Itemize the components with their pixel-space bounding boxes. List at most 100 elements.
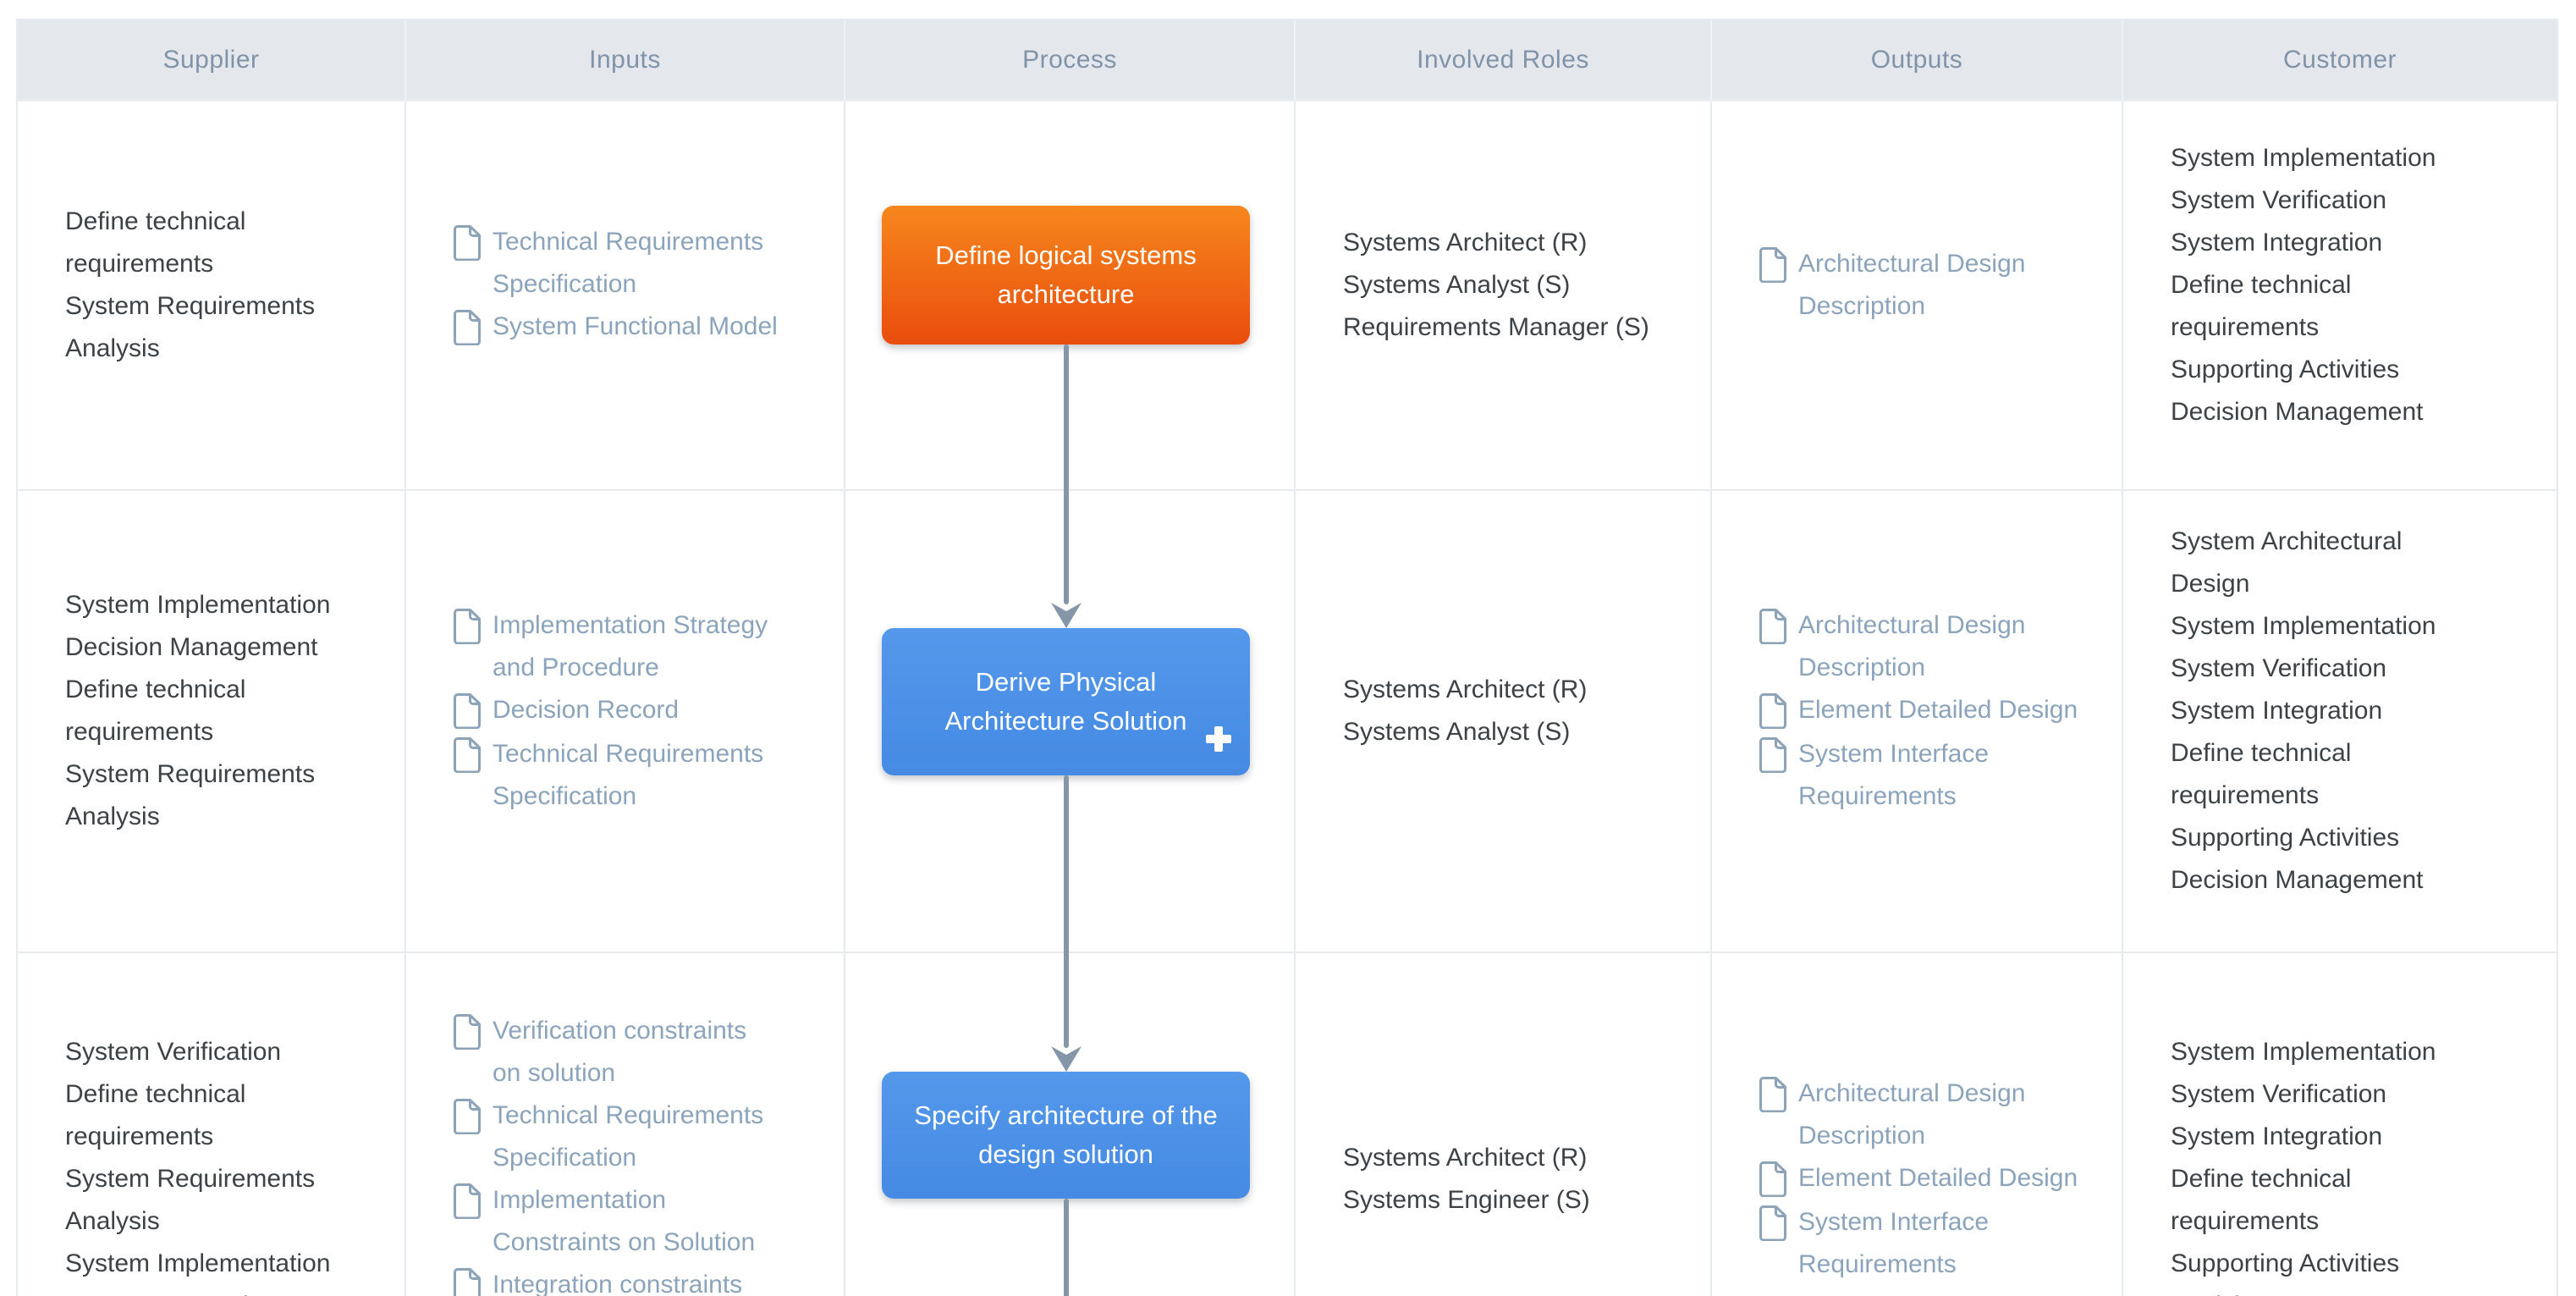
- column-header-supplier: Supplier: [18, 20, 406, 102]
- roles-item: Systems Analyst (S): [1343, 718, 1571, 746]
- customer-item: System Integration: [2171, 697, 2383, 725]
- flow-connector-line: [1064, 489, 1069, 604]
- output-document-link[interactable]: Architectural Design Description: [1759, 604, 2101, 689]
- roles-item: Systems Architect (R): [1343, 676, 1588, 703]
- document-icon: [1759, 693, 1786, 733]
- document-icon: [454, 1268, 481, 1296]
- output-label: System Interface Requirements: [1798, 740, 1990, 810]
- input-document-link[interactable]: Integration constraints on design: [454, 1264, 823, 1296]
- supplier-item: System Integration: [65, 1285, 384, 1296]
- supplier-item: System Verification: [65, 1038, 282, 1066]
- column-header-process: Process: [845, 20, 1296, 102]
- customer-item: System Integration: [2171, 229, 2383, 256]
- supplier-item: Define technical requirements: [65, 1080, 246, 1150]
- process-step-box[interactable]: Derive Physical Architecture Solution: [882, 628, 1250, 775]
- process-step-box[interactable]: Define logical systems architecture: [882, 206, 1250, 345]
- supplier-item: System Requirements Analysis: [65, 292, 316, 362]
- customer-item: System Verification: [2171, 186, 2387, 214]
- column-header-involved-roles: Involved Roles: [1296, 20, 1712, 102]
- input-document-link[interactable]: System Functional Model: [454, 306, 823, 350]
- document-icon: [1759, 1205, 1786, 1245]
- expand-plus-icon[interactable]: [1206, 726, 1231, 752]
- roles-item: Requirements Manager (S): [1343, 313, 1649, 341]
- process-cell: Specify architecture of the design solut…: [845, 951, 1296, 1296]
- document-icon: [454, 693, 481, 733]
- customer-item: Define technical requirements: [2171, 1165, 2352, 1235]
- column-header-outputs: Outputs: [1712, 20, 2123, 102]
- flow-connector-line: [1064, 1199, 1069, 1296]
- arrow-down-icon: [1051, 1046, 1082, 1072]
- customer-item: System Verification: [2171, 1080, 2387, 1108]
- customer-item: Define technical requirements: [2171, 271, 2352, 341]
- document-icon: [1759, 247, 1786, 287]
- flow-connector-line: [1064, 775, 1069, 955]
- input-label: Technical Requirements Specification: [493, 1101, 764, 1172]
- input-document-link[interactable]: Verification constraints on solution: [454, 1010, 823, 1095]
- process-step-box[interactable]: Specify architecture of the design solut…: [882, 1072, 1250, 1199]
- input-label: Verification constraints on solution: [493, 1017, 747, 1087]
- supplier-item: System Implementation: [65, 591, 331, 619]
- output-document-link[interactable]: Architectural Design Description: [1759, 1073, 2101, 1157]
- document-icon: [1759, 1077, 1786, 1117]
- input-label: Implementation Constraints on Solution: [493, 1186, 756, 1256]
- input-document-link[interactable]: Implementation Strategy and Procedure: [454, 604, 823, 689]
- input-document-link[interactable]: Decision Record: [454, 689, 823, 733]
- customer-item: System Verification: [2171, 654, 2387, 682]
- document-icon: [454, 1099, 481, 1139]
- input-document-link[interactable]: Implementation Constraints on Solution: [454, 1179, 823, 1264]
- supplier-item: System Requirements Analysis: [65, 1165, 316, 1235]
- roles-item: Systems Architect (R): [1343, 1144, 1588, 1172]
- supplier-item: Define technical requirements: [65, 207, 246, 278]
- output-label: Architectural Design Description: [1798, 611, 2026, 681]
- input-document-link[interactable]: Technical Requirements Specification: [454, 733, 823, 818]
- customer-item: Decision Management: [2171, 866, 2424, 894]
- input-label: Technical Requirements Specification: [493, 228, 764, 298]
- document-icon: [454, 1014, 481, 1054]
- document-icon: [1759, 1161, 1786, 1201]
- output-label: System Interface Requirements: [1798, 1208, 1990, 1278]
- input-document-link[interactable]: Technical Requirements Specification: [454, 1095, 823, 1179]
- roles-cell: Systems Architect (R)Systems Analyst (S)…: [1296, 102, 1712, 491]
- input-label: Decision Record: [493, 696, 680, 724]
- roles-cell: Systems Architect (R) Systems Analyst (S): [1296, 491, 1712, 953]
- column-header-inputs: Inputs: [406, 20, 845, 102]
- customer-item: Define technical requirements: [2171, 739, 2352, 809]
- supplier-item: Define technical requirements: [65, 676, 246, 746]
- customer-item: Supporting Activities: [2171, 1249, 2400, 1277]
- output-document-link[interactable]: System Interface Requirements: [1759, 1201, 2101, 1286]
- process-cell: Derive Physical Architecture Solution: [845, 489, 1296, 955]
- outputs-cell: Architectural Design Description: [1712, 102, 2123, 491]
- document-icon: [454, 1183, 481, 1223]
- document-icon: [1759, 609, 1786, 648]
- document-icon: [454, 609, 481, 648]
- customer-item: Decision Management: [2171, 398, 2424, 426]
- customer-item: Supporting Activities: [2171, 356, 2400, 383]
- process-cell: Define logical systems architecture: [845, 102, 1296, 493]
- customer-item: System Implementation: [2171, 612, 2436, 640]
- output-document-link[interactable]: Element Detailed Design: [1759, 689, 2101, 733]
- input-label: Integration constraints on design: [493, 1271, 743, 1296]
- output-document-link[interactable]: Element Detailed Design: [1759, 1157, 2101, 1201]
- supplier-item: System Requirements Analysis: [65, 760, 316, 830]
- output-label: Element Detailed Design: [1798, 1164, 2078, 1192]
- customer-item: System Integration: [2171, 1122, 2383, 1150]
- flow-connector-line: [1064, 951, 1069, 1048]
- roles-cell: Systems Architect (R)Systems Engineer (S…: [1296, 953, 1712, 1296]
- document-icon: [1759, 737, 1786, 777]
- output-document-link[interactable]: System Interface Requirements: [1759, 733, 2101, 818]
- input-document-link[interactable]: Technical Requirements Specification: [454, 221, 823, 306]
- output-document-link[interactable]: Architectural Design Description: [1759, 243, 2101, 328]
- customer-item: System Architectural Design: [2171, 527, 2403, 598]
- supplier-item: Decision Management: [65, 633, 318, 661]
